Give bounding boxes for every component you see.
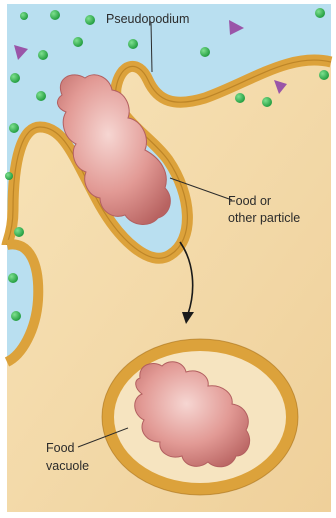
food-vacuole <box>102 339 298 495</box>
molecule <box>36 91 46 101</box>
food-label-line2: other particle <box>228 211 300 225</box>
molecule <box>8 273 18 283</box>
molecule <box>262 97 272 107</box>
molecule <box>319 70 329 80</box>
molecule <box>11 311 21 321</box>
molecule <box>38 50 48 60</box>
molecule <box>9 123 19 133</box>
vacuole-label-line2: vacuole <box>46 459 89 473</box>
molecule <box>73 37 83 47</box>
molecule <box>14 227 24 237</box>
molecule <box>200 47 210 57</box>
food-label-line1: Food or <box>228 194 271 208</box>
vacuole-label-line1: Food <box>46 441 75 455</box>
pseudopodium-label: Pseudopodium <box>106 12 189 26</box>
molecule <box>85 15 95 25</box>
molecule <box>5 172 13 180</box>
molecule <box>50 10 60 20</box>
molecule <box>315 8 325 18</box>
molecule <box>10 73 20 83</box>
molecule <box>128 39 138 49</box>
molecule <box>20 12 28 20</box>
molecule <box>235 93 245 103</box>
